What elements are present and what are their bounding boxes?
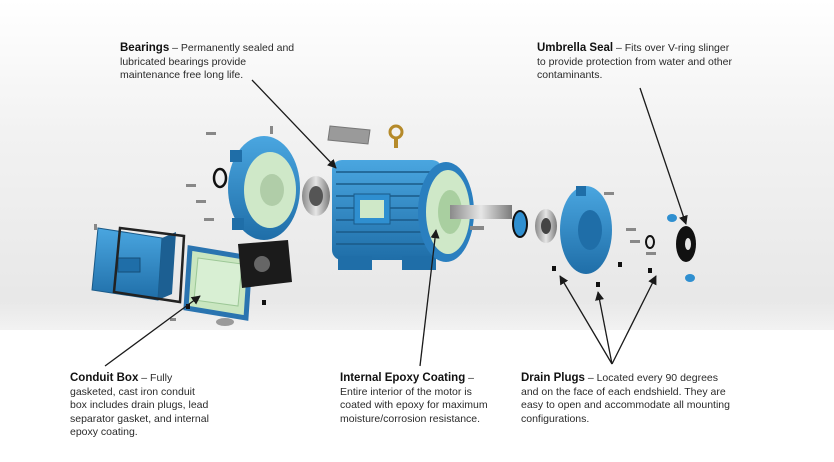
conduit-box-body xyxy=(183,245,253,326)
callout-conduit-box: Conduit Box – Fully gasketed, cast iron … xyxy=(70,372,210,440)
arrow-bearings xyxy=(251,79,337,169)
small-o-ring xyxy=(645,235,655,249)
callout-bearings: Bearings – Permanently sealed and lubric… xyxy=(120,42,305,83)
callout-bearings-title: Bearings xyxy=(120,42,170,54)
callout-drain-plugs-text: Located every 90 degrees and on the face… xyxy=(521,372,730,425)
callout-drain-plugs: Drain Plugs – Located every 90 degrees a… xyxy=(521,372,736,426)
rear-bearing xyxy=(302,176,330,216)
callout-separator: – xyxy=(169,42,181,54)
rotor-shaft xyxy=(450,205,512,230)
arrow-drain-2 xyxy=(595,291,613,365)
front-endshield xyxy=(560,186,612,274)
umbrella-seal xyxy=(676,226,696,262)
bolts xyxy=(94,126,656,321)
callout-separator: – xyxy=(584,372,597,384)
callout-conduit-box-title: Conduit Box xyxy=(70,372,139,384)
callout-conduit-box-text: Fully gasketed, cast iron conduit box in… xyxy=(70,372,209,438)
v-ring-slinger xyxy=(512,210,528,238)
rear-endshield xyxy=(228,136,300,240)
nameplate xyxy=(327,125,371,145)
background-floor xyxy=(0,300,834,360)
arrow-drain-1 xyxy=(559,275,613,365)
callout-umbrella-seal-text: Fits over V-ring slinger to provide prot… xyxy=(537,42,732,81)
eye-bolt xyxy=(388,124,404,148)
seal-clip-top xyxy=(667,214,677,222)
callout-umbrella-seal: Umbrella Seal – Fits over V-ring slinger… xyxy=(537,42,737,83)
callout-umbrella-seal-title: Umbrella Seal xyxy=(537,42,614,54)
arrow-drain-3 xyxy=(611,275,657,365)
o-ring-rear xyxy=(212,167,228,189)
callout-separator: – xyxy=(613,42,625,54)
leader-arrows xyxy=(104,79,688,367)
conduit-box-lid xyxy=(91,227,176,301)
seal-clip-bottom xyxy=(685,274,695,282)
conduit-gasket xyxy=(112,226,186,304)
callout-internal-epoxy: Internal Epoxy Coating – Entire interior… xyxy=(340,372,490,426)
lead-separator-gasket xyxy=(238,240,292,288)
drain-plugs-markers xyxy=(186,262,652,309)
arrow-conduit-box xyxy=(104,295,201,367)
arrow-umbrella-seal xyxy=(639,87,688,225)
callout-bearings-text: Permanently sealed and lubricated bearin… xyxy=(120,42,295,81)
front-bearing xyxy=(535,209,557,243)
callout-separator: – xyxy=(465,372,475,384)
motor-frame xyxy=(332,160,442,270)
callout-internal-epoxy-text: Entire interior of the motor is coated w… xyxy=(340,385,488,425)
callout-internal-epoxy-title: Internal Epoxy Coating xyxy=(340,372,466,384)
callout-separator: – xyxy=(138,372,151,384)
arrow-epoxy xyxy=(419,229,440,367)
callout-drain-plugs-title: Drain Plugs xyxy=(521,372,585,384)
